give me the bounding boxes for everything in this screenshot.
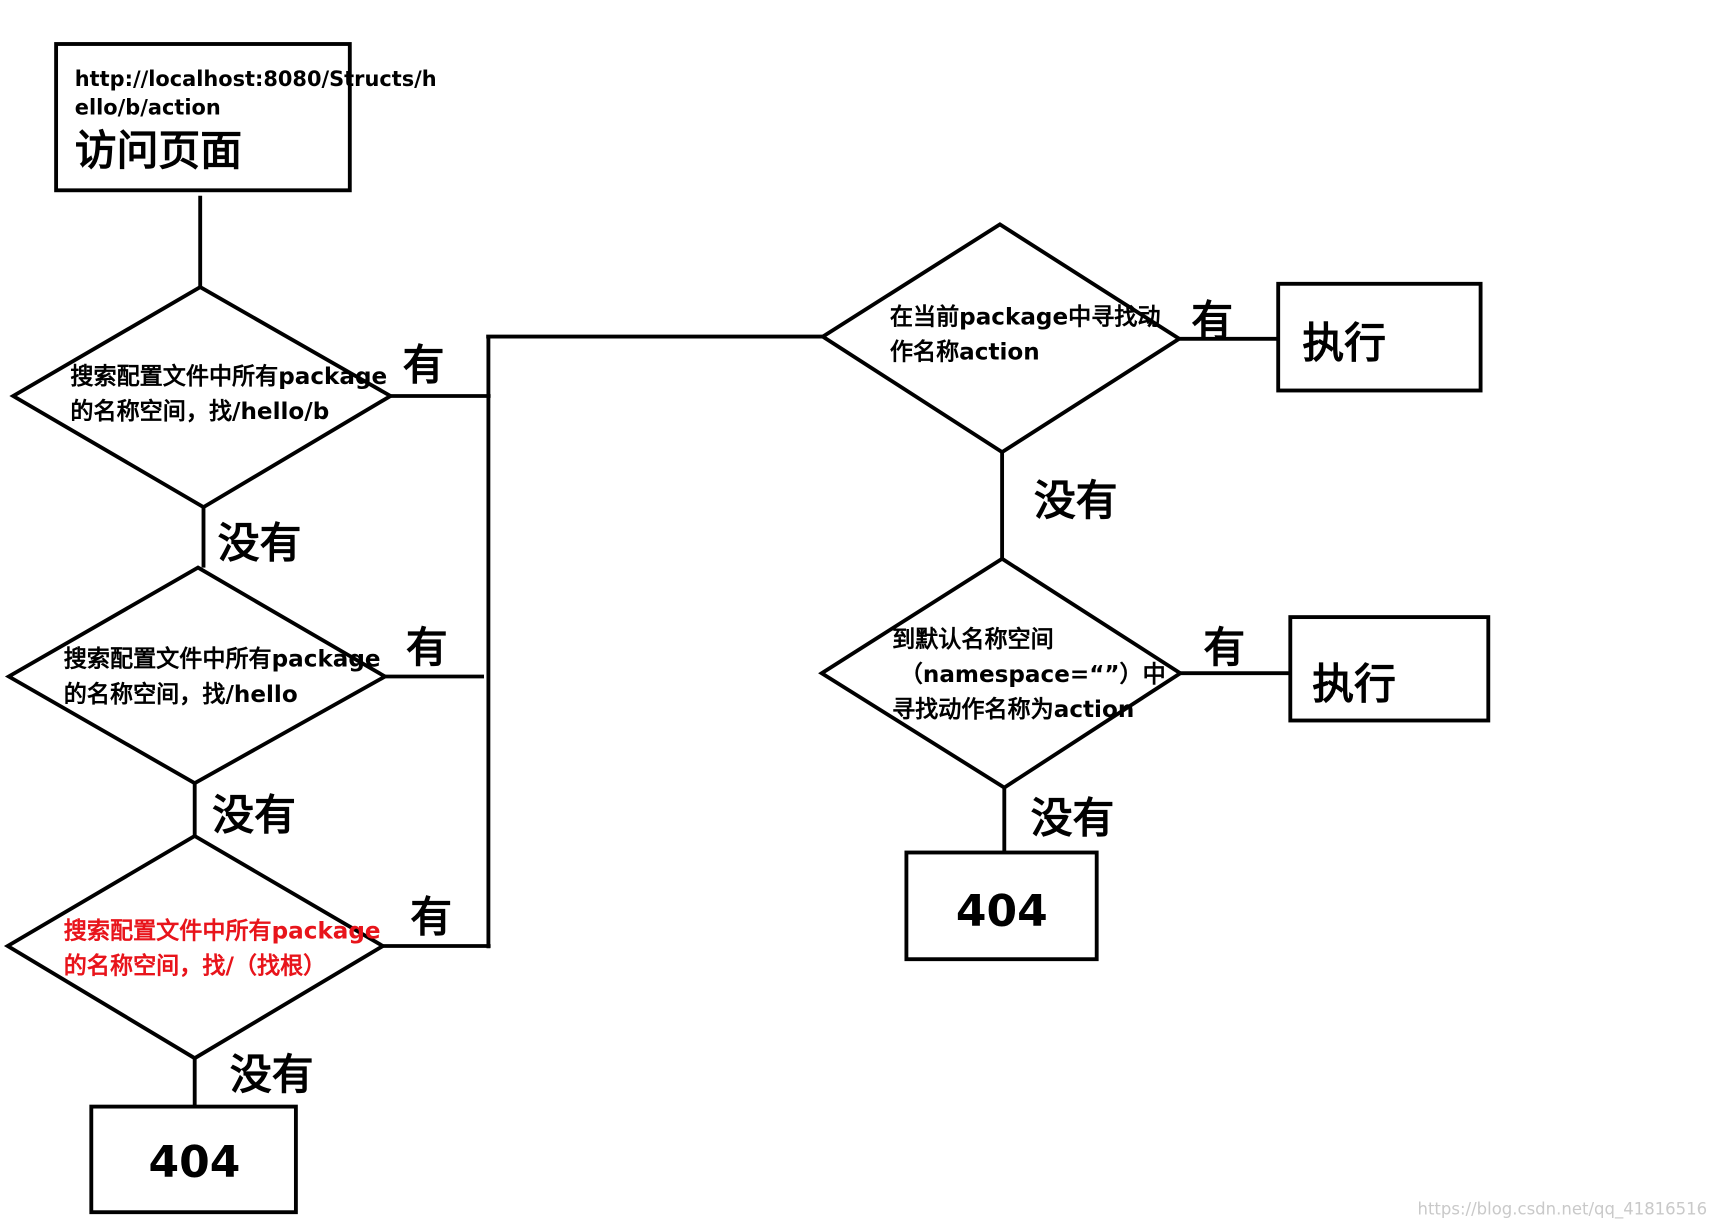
not-found-box-2	[904, 850, 1099, 962]
no-label-decision4: 没有	[1034, 476, 1118, 525]
decision5-diamond	[818, 556, 1184, 790]
decision3-line1: 搜索配置文件中所有package	[64, 917, 381, 944]
not-found-label-2: 404	[956, 886, 1048, 937]
not-found-label-1: 404	[149, 1137, 241, 1188]
decision2-line1: 搜索配置文件中所有package	[64, 646, 381, 673]
yes-label-decision3: 有	[410, 893, 452, 942]
yes-label-decision1: 有	[403, 341, 445, 390]
no-label-decision3: 没有	[230, 1050, 314, 1099]
decision2-line2: 的名称空间，找/hello	[64, 681, 298, 708]
no-label-decision1: 没有	[218, 519, 302, 568]
start-url-line2: ello/b/action	[75, 95, 221, 119]
start-url-line1: http://localhost:8080/Structs/h	[75, 67, 437, 91]
start-label: 访问页面	[75, 126, 242, 175]
execute-label-2: 执行	[1312, 659, 1396, 708]
decision2-diamond	[4, 565, 389, 786]
decision5-line3: 寻找动作名称为action	[892, 696, 1134, 723]
yes-label-decision5: 有	[1203, 623, 1245, 672]
execute-label-1: 执行	[1302, 319, 1386, 368]
decision5-line1: 到默认名称空间	[892, 626, 1054, 653]
no-label-decision2: 没有	[212, 790, 296, 839]
watermark: https://blog.csdn.net/qq_41816516	[1418, 1199, 1708, 1219]
not-found-box-1	[89, 1104, 298, 1215]
decision3-diamond	[3, 833, 387, 1061]
start-box	[54, 42, 352, 193]
no-label-decision5: 没有	[1031, 794, 1115, 843]
decision4-line2: 作名称action	[890, 339, 1040, 366]
decision5-line2: （namespace=“”）中	[900, 661, 1166, 688]
yes-label-decision4: 有	[1191, 297, 1233, 346]
decision4-line1: 在当前package中寻找动	[890, 304, 1161, 331]
decision1-diamond	[9, 284, 395, 510]
decision1-line2: 的名称空间，找/hello/b	[70, 398, 329, 425]
execute-box-1	[1276, 281, 1483, 393]
decision3-line2: 的名称空间，找/（找根）	[64, 953, 326, 980]
execute-box-2	[1288, 615, 1491, 723]
decision4-diamond	[819, 222, 1183, 455]
decision1-line1: 搜索配置文件中所有package	[70, 363, 387, 390]
yes-label-decision2: 有	[406, 623, 448, 672]
